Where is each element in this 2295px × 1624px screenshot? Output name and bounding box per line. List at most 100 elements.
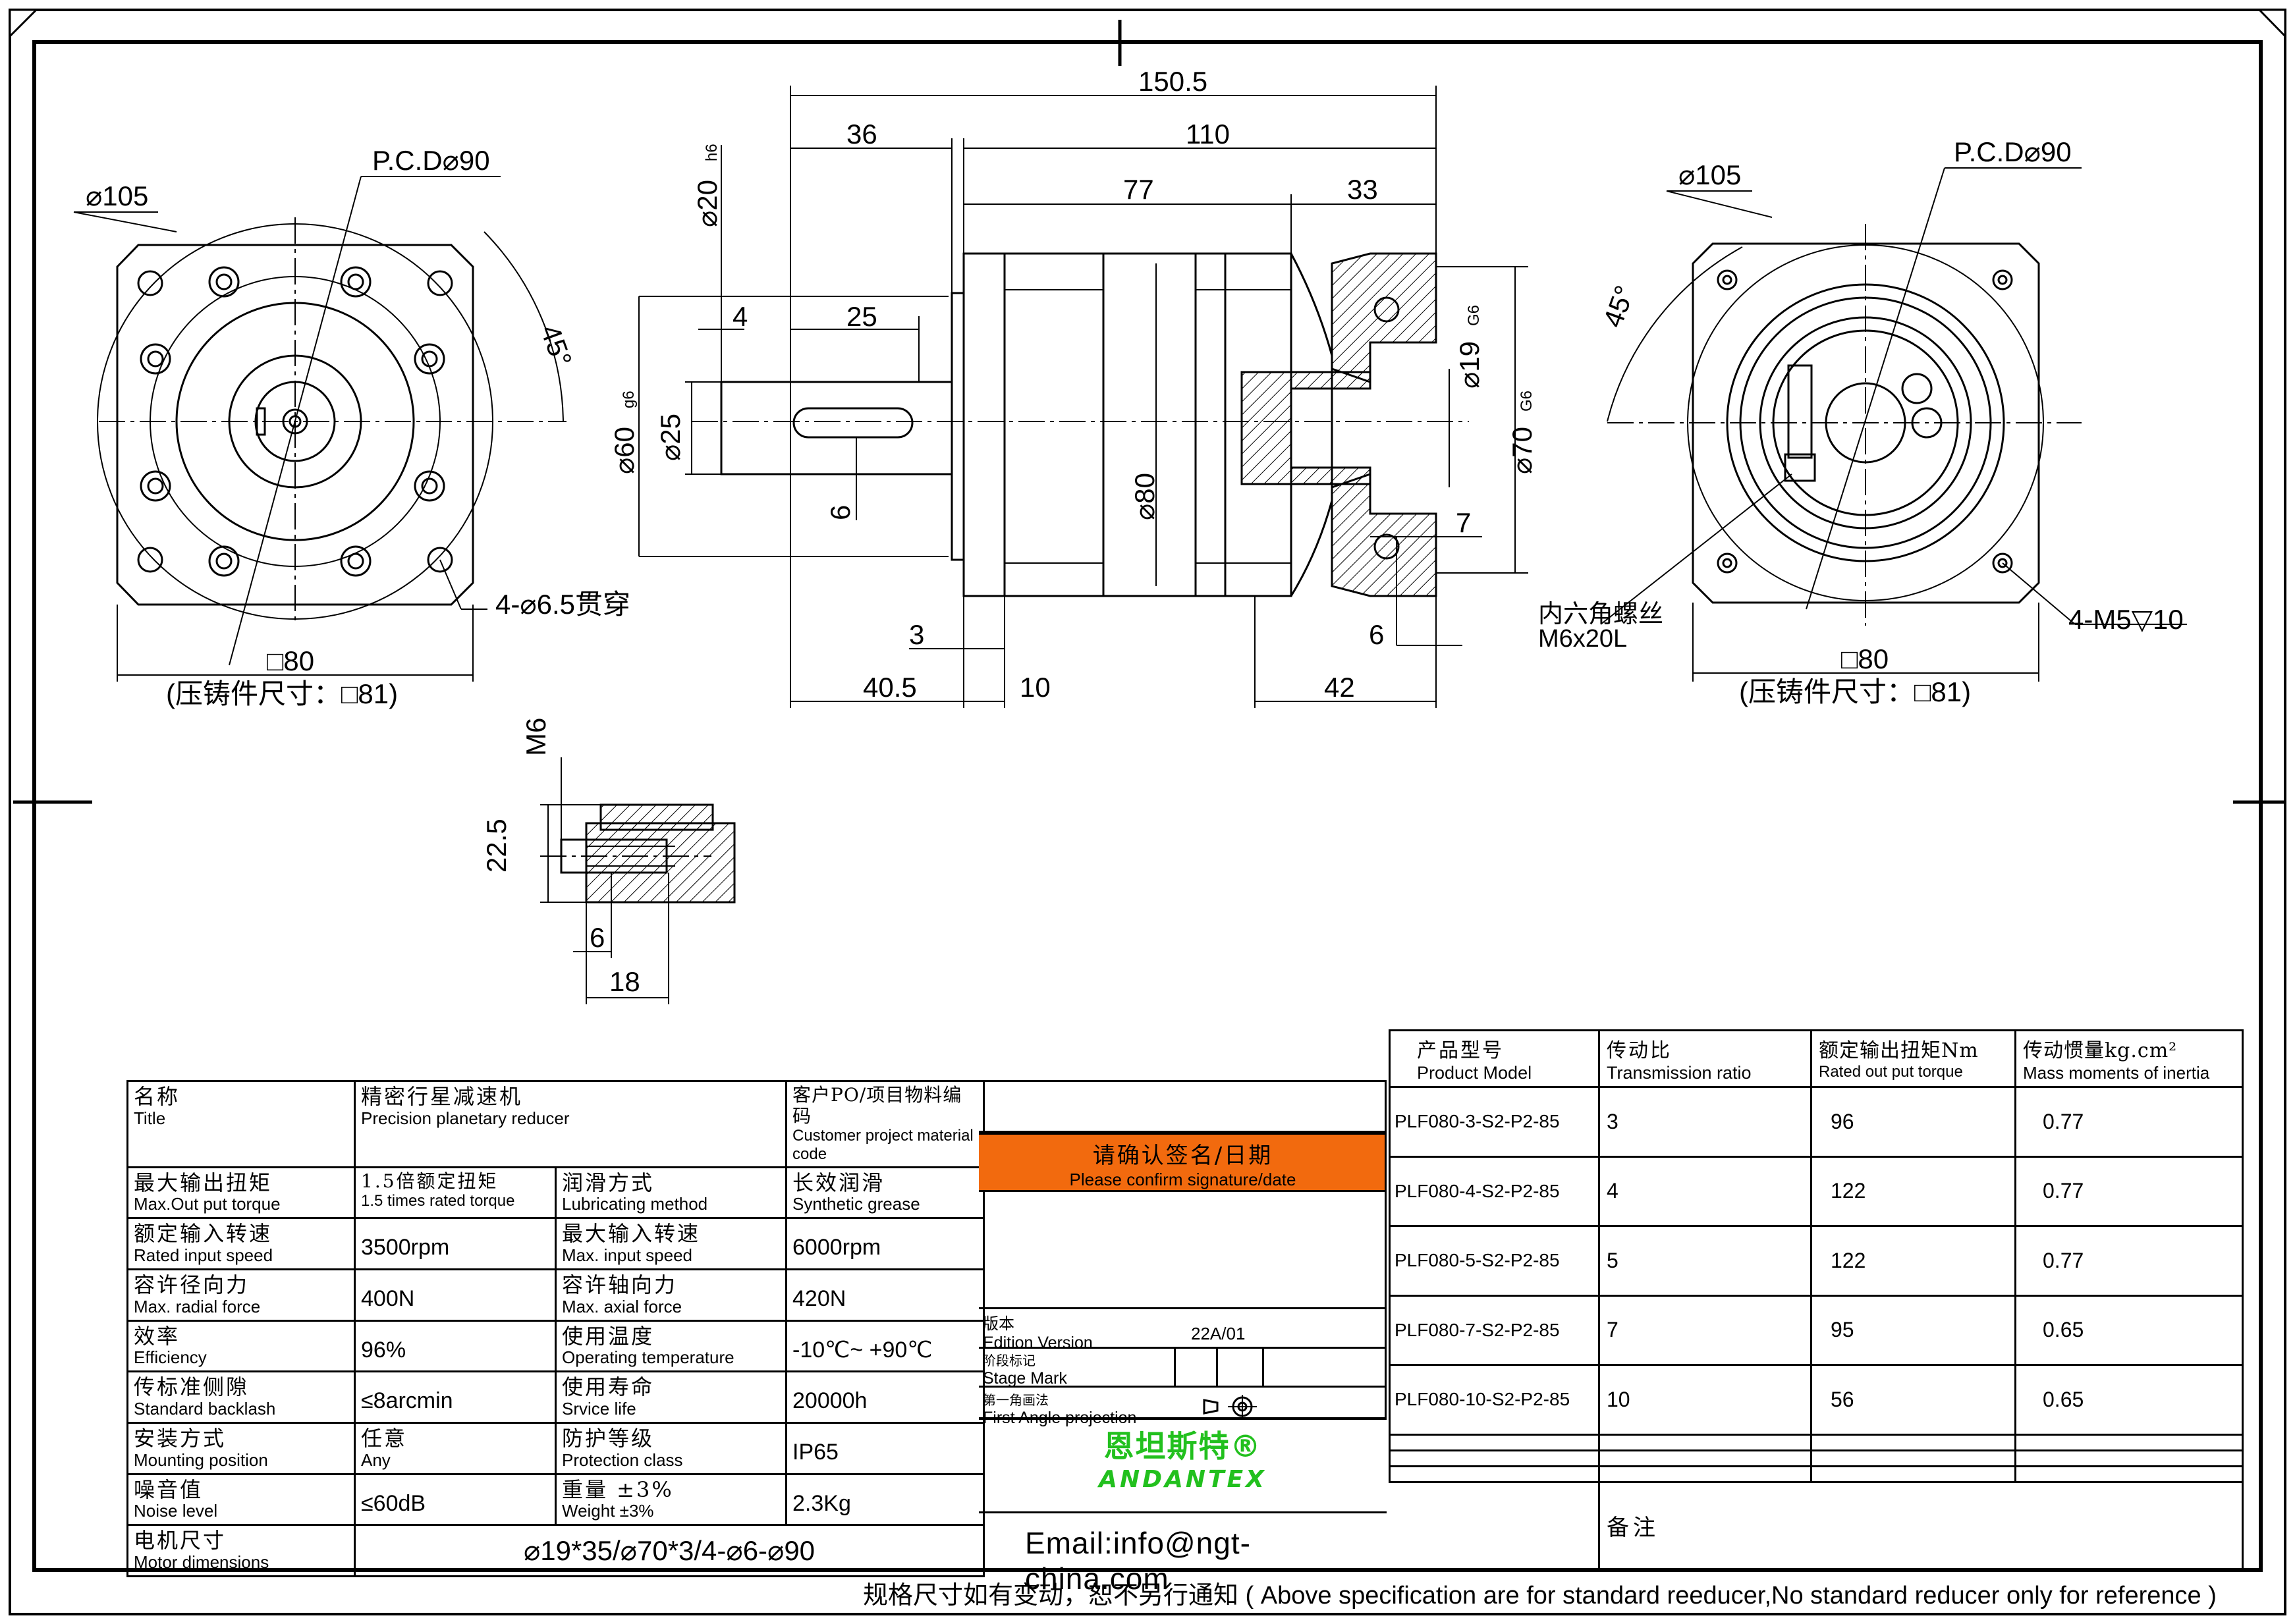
- rear-tap-label: 4-M5▽10: [2068, 604, 2184, 635]
- front-holes-label: 4-⌀6.5贯穿: [495, 589, 630, 620]
- detail-22-5-label: 22.5: [481, 819, 512, 873]
- dim-36: 36: [846, 119, 877, 149]
- dim-110: 110: [1186, 119, 1230, 149]
- remark-cell: 备注: [1598, 1481, 2244, 1570]
- service-life-value: 20000h: [785, 1370, 985, 1424]
- dim-bore: ⌀19 G6: [1454, 305, 1485, 389]
- torque-cell: 122: [1810, 1225, 2016, 1297]
- confirm-banner: 请确认签名/日期 Please confirm signature/date: [979, 1135, 1387, 1190]
- ratio-cell: 7: [1598, 1294, 1812, 1366]
- dim-40-5: 40.5: [863, 672, 917, 703]
- front-dia105-label: ⌀105: [86, 180, 148, 211]
- dim-6: 6: [1369, 619, 1384, 650]
- svg-text:⌀60: ⌀60: [609, 427, 640, 474]
- svg-text:⌀19: ⌀19: [1454, 341, 1485, 389]
- rear-casting-label: (压铸件尺寸：□81): [1739, 676, 1971, 707]
- dim-overall: 150.5: [1138, 66, 1207, 97]
- front-flange-square: [116, 244, 474, 606]
- footer-note: 规格尺寸如有变动，恕不另行通知 ( Above specification ar…: [863, 1582, 2217, 1610]
- dim-10: 10: [1020, 672, 1051, 703]
- dim-key-6: 6: [825, 505, 856, 520]
- drawing-frame: [9, 9, 2286, 1615]
- rated-input-speed-value: 3500rpm: [354, 1217, 557, 1270]
- backlash-value: ≤8arcmin: [354, 1370, 557, 1424]
- ratio-cell: 10: [1598, 1364, 1812, 1436]
- protection-value: IP65: [785, 1422, 985, 1475]
- temperature-value: -10℃~ +90℃: [785, 1319, 985, 1373]
- side-view: [638, 86, 1528, 708]
- brand-logo: 恩坦斯特® ANDANTEX: [1099, 1428, 1267, 1493]
- inertia-cell: 0.77: [2014, 1225, 2244, 1297]
- first-angle-projection-icon: [1203, 1395, 1257, 1419]
- dim-7: 7: [1456, 507, 1471, 538]
- front-view: [73, 176, 567, 682]
- detail-m6-label: M6: [520, 718, 551, 756]
- front-pcd-label: P.C.D⌀90: [372, 145, 490, 176]
- radial-force-value: 400N: [354, 1268, 557, 1322]
- model-cell: PLF080-7-S2-P2-85: [1389, 1294, 1600, 1366]
- noise-value: ≤60dB: [354, 1473, 557, 1527]
- inertia-cell: 0.65: [2014, 1294, 2244, 1366]
- dim-4: 4: [733, 301, 748, 332]
- screw-cn-label: 内六角螺丝: [1538, 601, 1663, 628]
- ratio-cell: 4: [1598, 1155, 1812, 1227]
- weight-label: 重量 ±3%Weight ±3%: [555, 1473, 787, 1527]
- version-label: 版本 Edition Version: [983, 1314, 1093, 1352]
- confirm-panel: 请确认签名/日期 Please confirm signature/date 版…: [979, 1080, 1389, 1596]
- dim-spigot: ⌀70 G6: [1507, 391, 1537, 474]
- svg-text:G6: G6: [1465, 305, 1483, 326]
- dim-77: 77: [1123, 174, 1154, 205]
- model-cell: PLF080-5-S2-P2-85: [1389, 1225, 1600, 1297]
- torque-cell: 122: [1810, 1155, 2016, 1227]
- svg-text:⌀20: ⌀20: [692, 180, 723, 227]
- svg-text:h6: h6: [703, 144, 721, 161]
- table-row: [1389, 1433, 2244, 1451]
- efficiency-value: 96%: [354, 1319, 557, 1373]
- front-angle-label: 45°: [535, 321, 578, 371]
- inertia-cell: 0.77: [2014, 1155, 2244, 1227]
- dim-shaft-dia: ⌀20 h6: [692, 144, 723, 227]
- confirm-top-cell: [979, 1080, 1387, 1133]
- dim-pilot: ⌀60 g6: [609, 391, 640, 474]
- axial-force-value: 420N: [785, 1268, 985, 1322]
- key-slot: [792, 407, 914, 439]
- output-shaft: [720, 381, 953, 475]
- detail-6-label: 6: [590, 922, 605, 953]
- dim-42: 42: [1324, 672, 1355, 703]
- rear-pcd-label: P.C.D⌀90: [1954, 136, 2072, 167]
- torque-cell: 95: [1810, 1294, 2016, 1366]
- table-row: [1389, 1449, 2244, 1467]
- stage-label: 阶段标记 Stage Mark: [983, 1353, 1067, 1388]
- dim-body-80: ⌀80: [1129, 473, 1160, 520]
- front-square-label: □80: [267, 645, 314, 676]
- key-detail: [540, 757, 736, 1004]
- table-row: PLF080-3-S2-P2-85 3 96 0.77: [1389, 1086, 2244, 1158]
- email-link[interactable]: Email:info@ngt-china.com: [1025, 1526, 1251, 1596]
- front-casting-label: (压铸件尺寸：□81): [166, 678, 398, 709]
- model-cell: PLF080-10-S2-P2-85: [1389, 1364, 1600, 1436]
- svg-text:g6: g6: [620, 391, 638, 408]
